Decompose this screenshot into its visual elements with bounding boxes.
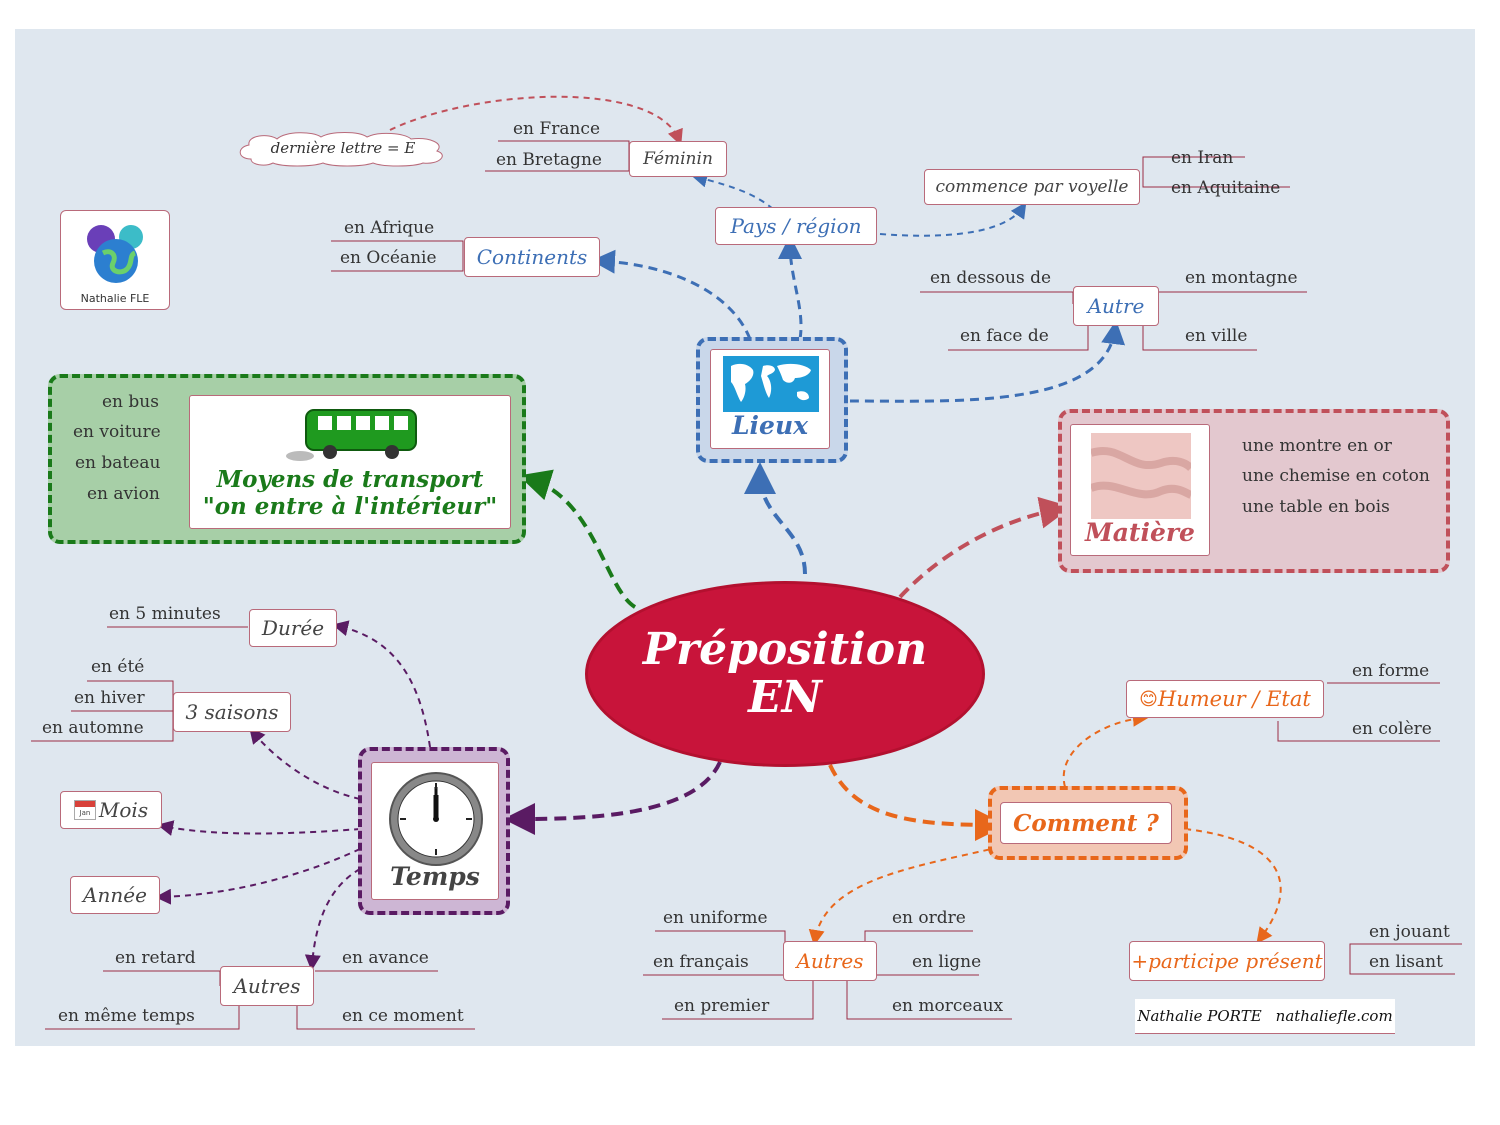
saisons-node[interactable]: 3 saisons [173, 692, 291, 732]
autre-example: en face de [960, 326, 1049, 346]
comment-autres-label: Autres [796, 949, 864, 973]
voyelle-example: en Aquitaine [1171, 178, 1281, 198]
saisons-label: 3 saisons [185, 700, 279, 724]
central-node[interactable]: Préposition EN [585, 581, 985, 767]
comment-autres-example: en premier [674, 996, 770, 1016]
lieux-node[interactable]: Lieux [710, 349, 830, 449]
autre-example: en montagne [1185, 268, 1298, 288]
continents-label: Continents [476, 245, 588, 269]
feminin-label: Féminin [643, 149, 713, 169]
derniere-lettre-label: dernière lettre = E [270, 139, 416, 157]
temps-autres-label: Autres [233, 974, 301, 998]
annee-label: Année [83, 883, 147, 907]
participe-node[interactable]: +participe présent [1129, 941, 1325, 981]
saisons-example: en hiver [74, 688, 145, 708]
transport-example: en bus [102, 392, 159, 412]
autre-example: en dessous de [930, 268, 1052, 288]
participe-label: +participe présent [1131, 949, 1323, 973]
link-comment [828, 764, 1007, 841]
duree-label: Durée [261, 616, 325, 640]
derniere-lettre-cloud: dernière lettre = E [233, 129, 453, 167]
temps-node[interactable]: Temps [371, 762, 499, 900]
fabric-icon [1091, 433, 1191, 519]
participe-example: en lisant [1369, 952, 1443, 972]
temps-label: Temps [390, 862, 480, 891]
matiere-example: une chemise en coton [1242, 466, 1430, 486]
autre-example: en ville [1185, 326, 1248, 346]
calendar-icon: Jan [73, 800, 96, 820]
transport-node[interactable]: Moyens de transport "on entre à l'intéri… [189, 395, 511, 529]
continents-example: en Afrique [344, 218, 435, 238]
globe-icon [87, 225, 143, 283]
comment-autres-example: en français [653, 952, 749, 972]
temps-autres-node[interactable]: Autres [220, 966, 314, 1006]
mois-node[interactable]: Jan Mois [60, 791, 162, 829]
link-transport [518, 469, 637, 609]
comment-autres-node[interactable]: Autres [783, 941, 877, 981]
credit-site[interactable]: nathaliefle.com [1275, 1007, 1393, 1025]
voyelle-label: commence par voyelle [935, 177, 1129, 197]
link-temps [503, 761, 722, 835]
saisons-example: en automne [42, 718, 144, 738]
saisons-example: en été [91, 657, 145, 677]
matiere-example: une montre en or [1242, 436, 1392, 456]
smiley-icon: 😊 [1139, 688, 1158, 710]
voyelle-node[interactable]: commence par voyelle [924, 169, 1140, 205]
central-title: Préposition [642, 624, 928, 675]
temps-autres-example: en avance [342, 948, 429, 968]
nathalie-fle-logo: Nathalie FLE [60, 210, 170, 310]
world-map-icon [723, 356, 819, 412]
bus-icon [286, 409, 417, 461]
transport-example: en voiture [73, 422, 161, 442]
temps-autres-example: en même temps [58, 1006, 195, 1026]
central-subtitle: EN [748, 672, 822, 723]
comment-autres-example: en uniforme [663, 908, 768, 928]
transport-example: en avion [87, 484, 160, 504]
pays-region-node[interactable]: Pays / région [715, 207, 877, 245]
credit-name: Nathalie PORTE [1137, 1007, 1262, 1025]
comment-autres-example: en ligne [912, 952, 982, 972]
mois-label: Mois [98, 798, 149, 822]
humeur-example: en forme [1352, 661, 1430, 681]
continents-node[interactable]: Continents [464, 237, 600, 277]
comment-autres-example: en ordre [892, 908, 966, 928]
credit-box: Nathalie PORTE nathaliefle.com [1135, 999, 1395, 1034]
transport-title-line2: "on entre à l'intérieur" [202, 493, 498, 520]
comment-label: Comment ? [1013, 809, 1159, 837]
temps-autres-example: en ce moment [342, 1006, 464, 1026]
transport-example: en bateau [75, 453, 161, 473]
link-lieux [744, 462, 807, 575]
autre-node[interactable]: Autre [1073, 286, 1159, 326]
continents-example: en Océanie [340, 248, 437, 268]
comment-autres-example: en morceaux [892, 996, 1004, 1016]
humeur-node[interactable]: 😊 Humeur / Etat [1126, 680, 1324, 718]
link-matiere [898, 496, 1072, 599]
matiere-example: une table en bois [1242, 497, 1390, 517]
logo-text: Nathalie FLE [80, 292, 150, 305]
annee-node[interactable]: Année [70, 876, 160, 914]
transport-title-line1: Moyens de transport [216, 466, 484, 493]
autre-label: Autre [1087, 294, 1145, 318]
lieux-label: Lieux [731, 411, 809, 440]
voyelle-example: en Iran [1171, 148, 1234, 168]
duree-example: en 5 minutes [109, 604, 221, 624]
mind-map-canvas: Préposition EN Nathalie FLE Lieux Pays /… [15, 29, 1475, 1046]
pays-region-label: Pays / région [730, 214, 862, 238]
duree-node[interactable]: Durée [249, 609, 337, 647]
comment-node[interactable]: Comment ? [1000, 802, 1172, 844]
humeur-example: en colère [1352, 719, 1432, 739]
clock-icon [389, 772, 483, 866]
feminin-example: en Bretagne [496, 150, 602, 170]
matiere-label: Matière [1085, 518, 1195, 547]
participe-example: en jouant [1369, 922, 1450, 942]
calendar-icon-text: Jan [79, 809, 91, 817]
temps-autres-example: en retard [115, 948, 196, 968]
matiere-node[interactable]: Matière [1070, 424, 1210, 556]
feminin-node[interactable]: Féminin [629, 141, 727, 177]
transport-title: Moyens de transport "on entre à l'intéri… [190, 466, 510, 520]
humeur-label: Humeur / Etat [1157, 687, 1311, 711]
feminin-example: en France [513, 119, 601, 139]
